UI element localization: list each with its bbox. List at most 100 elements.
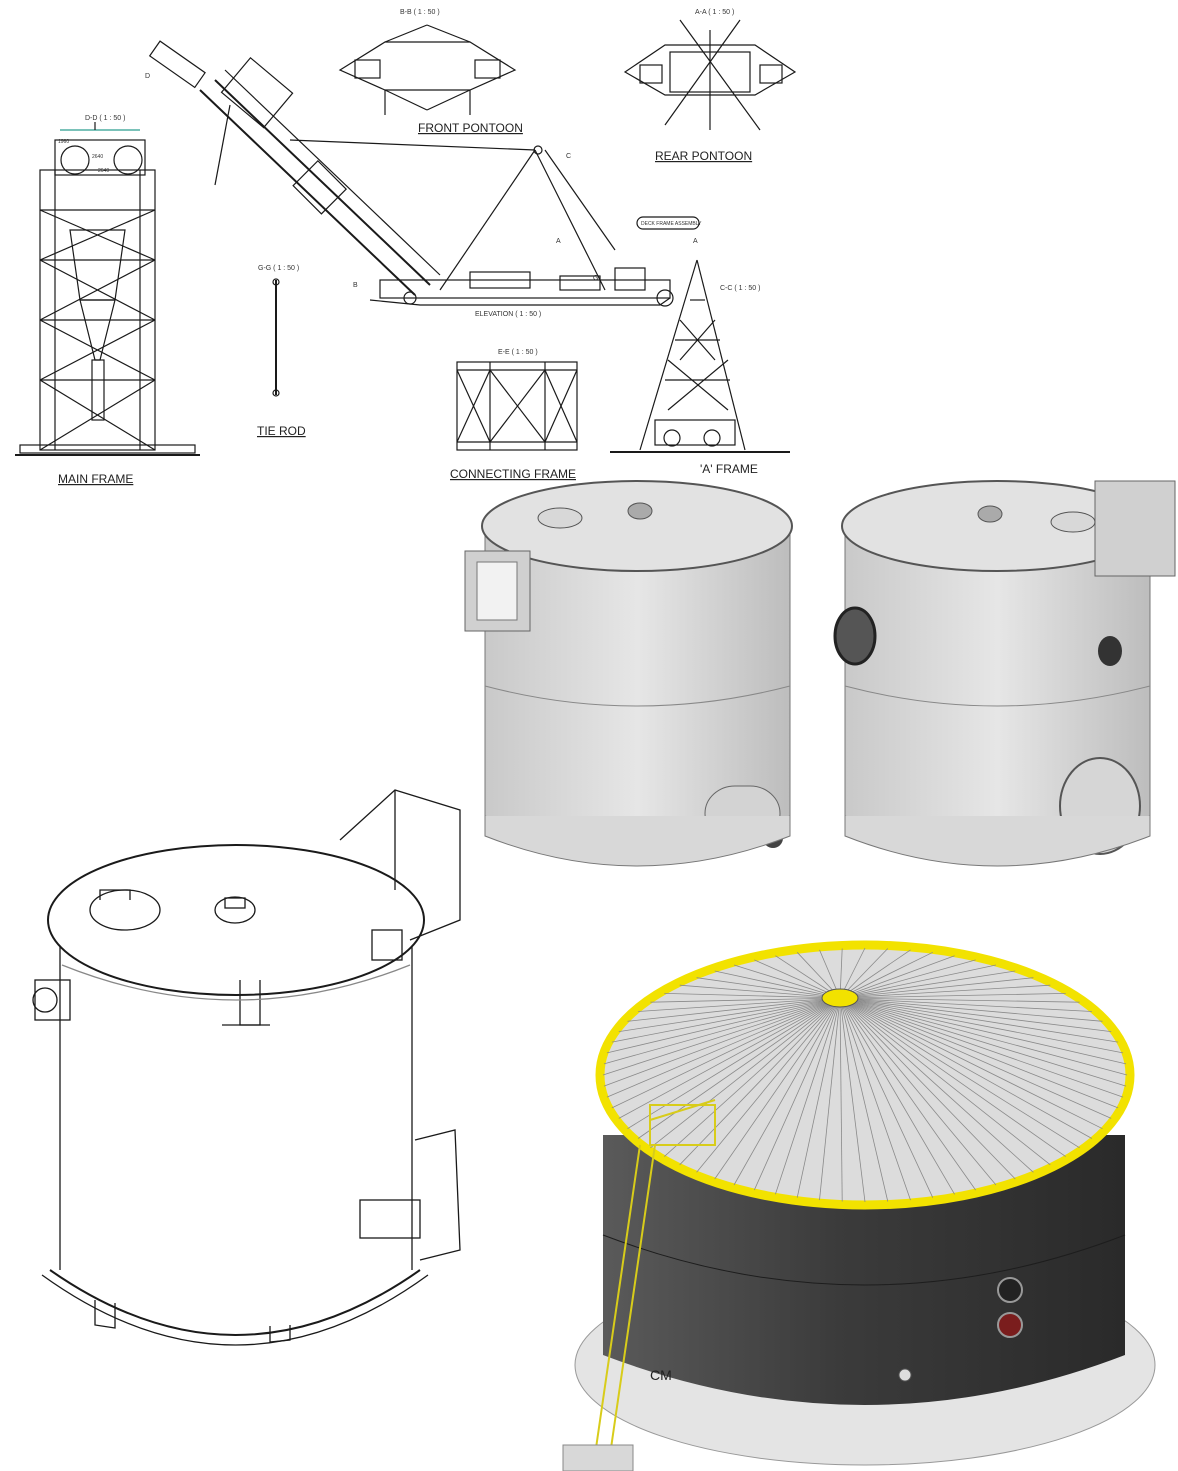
roof-rafter [733,997,841,1186]
roof-rafter [839,970,1016,999]
view-label-ee: E-E ( 1 : 50 ) [498,349,538,356]
roof-rafter [603,997,841,1087]
title-a-frame: 'A' FRAME [700,462,758,476]
roof-rafter [754,959,841,999]
view-label-aa: A-A ( 1 : 50 ) [695,9,734,16]
roof-rafter [839,949,911,999]
roof-rafter [839,997,1124,1098]
roof-rafter [775,997,841,1195]
roof-rafter [839,997,1103,1130]
roof-rafter [714,997,841,1180]
roof-rafter [679,997,841,1166]
roof-rafter [839,997,1124,1054]
callout-a2: A [693,238,698,245]
roof-rafter [839,984,1051,999]
callout-d: D [145,73,150,80]
storage-tank-render: CM [562,940,1156,1471]
roof-rafter [839,997,889,1202]
roof-rafter [839,997,1093,1139]
roof-rafter [733,964,841,999]
roof-rafter [839,997,1080,1149]
front-pontoon-drawing [338,24,517,115]
callout-box-label: DECK FRAME ASSEMBLY [641,221,702,227]
roof-rafter [618,997,841,1032]
roof-rafter [796,997,841,1198]
roof-rafter [679,984,841,999]
roof-rafter [839,993,1066,999]
roof-rafter [618,997,841,1119]
roof-rafter [839,951,933,999]
callout-c: C [566,153,571,160]
roof-rafter [839,997,1112,1032]
roof-rafter [839,997,1127,1065]
roof-rafter [627,997,841,1130]
roof-rafter [627,997,841,1022]
roof-rafter [664,997,841,1157]
roof-rafter [839,964,997,999]
main-frame-drawing [15,122,200,456]
roof-rafter [650,997,841,1003]
dredge-ga-drawing: D-D ( 1 : 50 ) B-B ( 1 : 50 ) A-A ( 1 : … [15,9,797,486]
grey-vessel-renders [464,480,1176,867]
roof-rafter [819,997,841,1201]
roof-rafter [839,997,1051,1166]
connecting-frame-drawing [456,361,578,451]
roof-rafter [839,955,955,999]
title-main-frame: MAIN FRAME [58,472,133,486]
roof-rafter [839,997,1119,1109]
callout-a1: A [556,238,561,245]
view-label-gg: G-G ( 1 : 50 ) [258,265,299,272]
roof-rafter [606,997,841,1098]
roof-rafter [839,997,1127,1087]
vessel-line-drawing [32,789,461,1346]
roof-rafter [696,997,841,1173]
tie-rod-drawing [272,278,280,397]
roof-rafter [839,959,976,999]
roof-rafter [839,997,934,1198]
vessel-render-left [464,480,793,867]
roof-rafter [753,997,841,1191]
roof-rafters [602,947,1128,1203]
roof-rafter [839,997,1128,1076]
view-label-bb: B-B ( 1 : 50 ) [400,9,440,16]
dim-2: 2640 [98,168,109,174]
view-label-elevation: ELEVATION ( 1 : 50 ) [475,311,541,318]
elevation-drawing [148,40,700,307]
roof-rafter [839,997,997,1186]
roof-rafter [714,970,841,999]
roof-rafter [839,997,1034,1173]
roof-rafter [664,993,841,999]
callout-g: G [593,275,598,282]
roof-rafter [606,997,841,1054]
cm-label: CM [650,1367,672,1383]
roof-rafter [839,997,977,1191]
roof-rafter [696,977,841,999]
tank-ladder [594,1099,716,1456]
roof-rafter [839,997,1066,1157]
roof-rafter [611,997,841,1109]
roof-rafter [839,997,955,1195]
roof-rafter [839,997,866,1203]
title-front-pontoon: FRONT PONTOON [418,121,523,135]
roof-rafter [839,997,1119,1043]
roof-rafter [839,997,843,1202]
a-frame-drawing [610,259,790,453]
roof-rafter [638,997,841,1012]
roof-rafter [839,997,1080,1003]
title-connecting-frame: CONNECTING FRAME [450,467,576,481]
rear-pontoon-drawing [623,19,797,131]
callout-b: B [353,282,358,289]
roof-rafter [637,997,841,1139]
dim-1: 2640 [92,154,103,160]
roof-rafter [839,997,1016,1180]
roof-rafter [839,997,911,1201]
roof-rafter [839,997,1112,1119]
roof-rafter [650,997,841,1149]
vessel-render-right [833,480,1176,867]
view-label-cc: C-C ( 1 : 50 ) [720,285,760,292]
title-tie-rod: TIE ROD [257,424,306,438]
view-label-dd: D-D ( 1 : 50 ) [85,115,125,122]
dim-3: 1960 [58,139,69,145]
roof-rafter [602,997,841,1076]
title-rear-pontoon: REAR PONTOON [655,149,752,163]
